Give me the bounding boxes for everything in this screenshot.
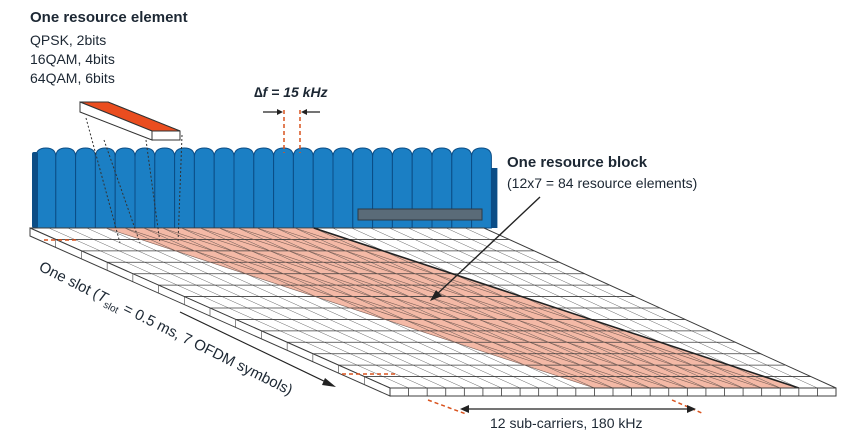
subcarrier-lobe bbox=[273, 147, 294, 229]
resource-block-diagonal bbox=[124, 227, 614, 389]
grid-col-line bbox=[256, 227, 614, 389]
frequency-symbol: f bbox=[263, 84, 269, 100]
grid-col-line bbox=[238, 227, 595, 389]
grid-col-line bbox=[313, 227, 669, 389]
grid-col-line bbox=[427, 227, 781, 389]
grid-col-line bbox=[275, 227, 632, 389]
resource-element-line-16qam: 16QAM, 4bits bbox=[30, 51, 115, 67]
subcarrier-lobe bbox=[332, 147, 354, 229]
spacing-markers bbox=[263, 109, 320, 153]
grid-col-line bbox=[181, 227, 539, 389]
grid-col-line bbox=[370, 227, 725, 389]
resource-block-diagonal bbox=[200, 227, 688, 389]
resource-block-diagonal bbox=[275, 227, 762, 389]
grid-col-line bbox=[67, 227, 428, 389]
subcarrier-lobe bbox=[55, 147, 77, 229]
slot-label-prefix: One slot ( bbox=[36, 258, 102, 302]
resource-element-projection-lines bbox=[85, 117, 183, 244]
resource-block-diagonal bbox=[181, 227, 669, 389]
resource-block-edge-band bbox=[357, 208, 483, 221]
subcarrier-lobe bbox=[253, 147, 275, 229]
resource-block-subtitle: (12x7 = 84 resource elements) bbox=[507, 175, 697, 191]
resource-block-title: One resource block bbox=[507, 154, 648, 171]
resource-block-diagonal bbox=[143, 227, 632, 389]
grid-col-line bbox=[446, 227, 799, 389]
comb-left-edge bbox=[32, 152, 38, 228]
subcarrier-lobe bbox=[75, 147, 96, 229]
subcarrier-lobe bbox=[114, 147, 136, 229]
subcarrier-lobe bbox=[312, 147, 334, 229]
resource-block-diagonal bbox=[237, 227, 725, 389]
resource-element-title: One resource element bbox=[30, 9, 188, 26]
resource-block-diagonal bbox=[219, 227, 707, 389]
subcarrier-lobe bbox=[213, 147, 235, 229]
resource-element-line-64qam: 64QAM, 6bits bbox=[30, 70, 115, 86]
grid-col-line bbox=[86, 227, 446, 389]
grid-col-line bbox=[351, 227, 706, 389]
resource-block-diagonal bbox=[105, 227, 595, 389]
subcarrier-lobe bbox=[233, 147, 255, 229]
subcarrier-lobe bbox=[134, 147, 156, 229]
grid-col-line bbox=[332, 227, 688, 389]
resource-block-diagonal bbox=[256, 227, 744, 389]
subcarrier-spacing-label: ∆f = 15 kHz bbox=[254, 84, 328, 100]
subcarrier-range-markers bbox=[427, 399, 705, 415]
grid-col-line bbox=[389, 227, 744, 389]
subcarrier-range-label: 12 sub-carriers, 180 kHz bbox=[490, 415, 643, 431]
subcarrier-lobe bbox=[174, 147, 195, 229]
resource-block-border bbox=[313, 227, 800, 389]
spacing-value: = 15 kHz bbox=[267, 84, 327, 100]
grid-col-line bbox=[143, 227, 502, 389]
resource-element-line-qpsk: QPSK, 2bits bbox=[30, 32, 106, 48]
grid-col-line bbox=[408, 227, 762, 389]
grid-col-line bbox=[48, 227, 409, 389]
grid-col-line bbox=[124, 227, 483, 389]
grid-col-line bbox=[294, 227, 651, 389]
slot-arrow bbox=[179, 311, 336, 387]
subcarrier-lobe bbox=[35, 147, 57, 229]
resource-element-block bbox=[79, 101, 181, 141]
delta-symbol: ∆ bbox=[254, 84, 263, 100]
grid-col-line bbox=[219, 227, 576, 389]
grid-col-line bbox=[105, 227, 465, 389]
grid-col-line bbox=[200, 227, 558, 389]
grid-col-line bbox=[162, 227, 521, 389]
subcarrier-lobe bbox=[154, 147, 176, 229]
resource-block-pointer-arrow bbox=[430, 196, 541, 301]
subcarrier-lobe bbox=[292, 147, 314, 229]
subcarrier-lobe bbox=[193, 147, 215, 229]
resource-block-diagonal bbox=[294, 227, 781, 389]
resource-block-diagonal bbox=[162, 227, 651, 389]
subcarrier-lobe bbox=[471, 147, 492, 229]
resource-grid-floor bbox=[29, 227, 837, 397]
grid-col-line bbox=[465, 227, 818, 389]
grid-col-line bbox=[483, 227, 837, 389]
